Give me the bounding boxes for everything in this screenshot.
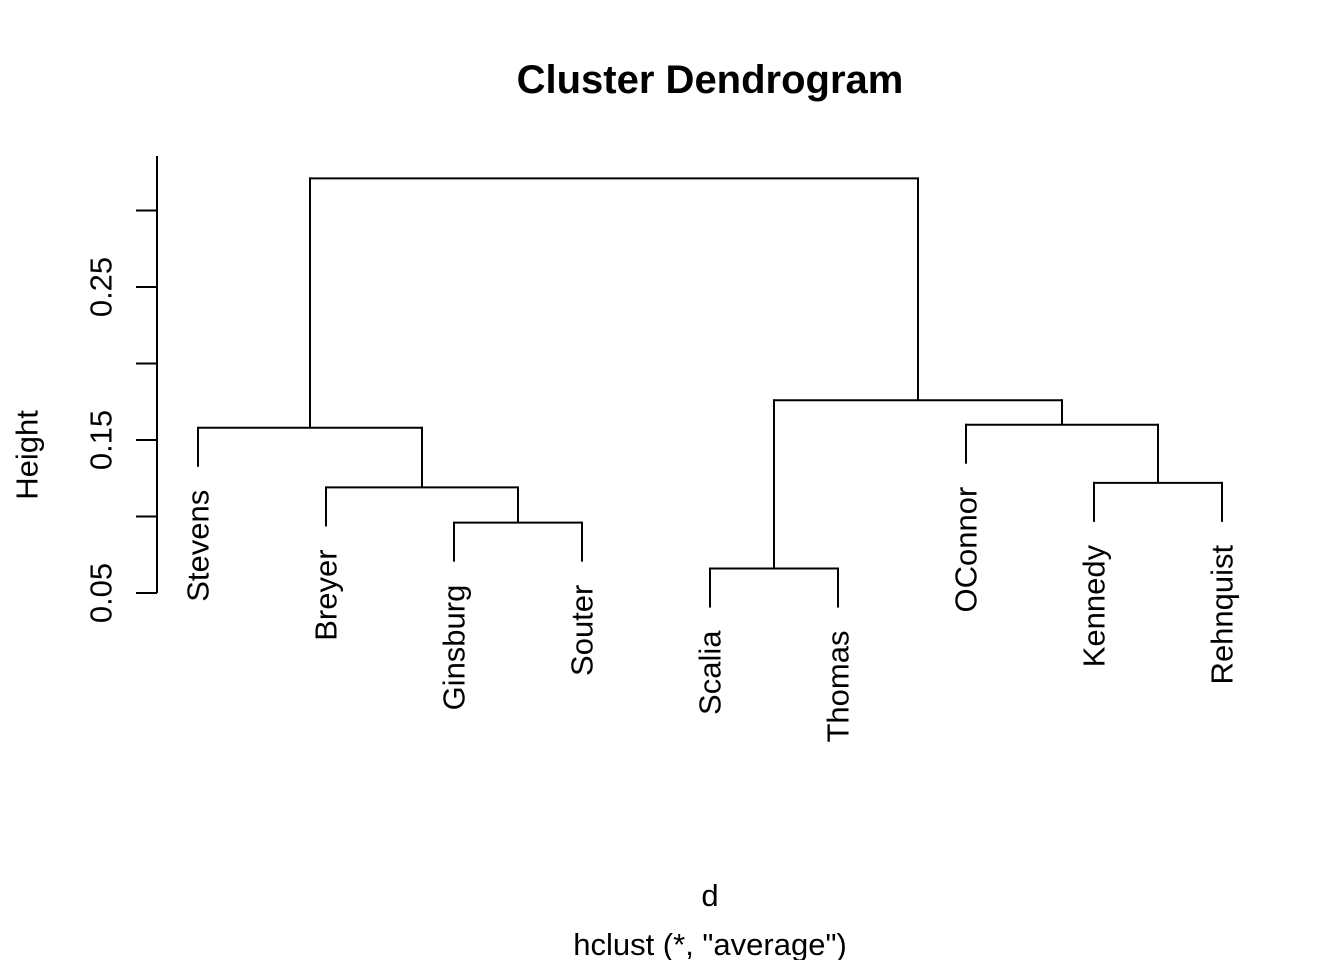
y-axis-title: Height <box>10 410 45 500</box>
leaf-label: Kennedy <box>1077 544 1112 667</box>
chart-title: Cluster Dendrogram <box>516 58 904 102</box>
leaf-label: Rehnquist <box>1205 544 1240 684</box>
y-axis-tick-label: 0.05 <box>84 563 119 623</box>
leaf-label: Ginsburg <box>437 585 472 711</box>
clustering-method-caption: hclust (*, "average") <box>573 927 847 960</box>
leaf-label: Breyer <box>309 549 344 640</box>
y-axis-tick-label: 0.25 <box>84 257 119 317</box>
leaf-label: Scalia <box>693 630 728 715</box>
leaf-label: OConnor <box>949 487 984 613</box>
leaf-label: Stevens <box>181 490 216 602</box>
x-axis-label: d <box>701 878 719 913</box>
y-axis-tick-label: 0.15 <box>84 410 119 470</box>
leaf-label: Thomas <box>821 631 856 743</box>
leaf-label: Souter <box>565 585 600 676</box>
